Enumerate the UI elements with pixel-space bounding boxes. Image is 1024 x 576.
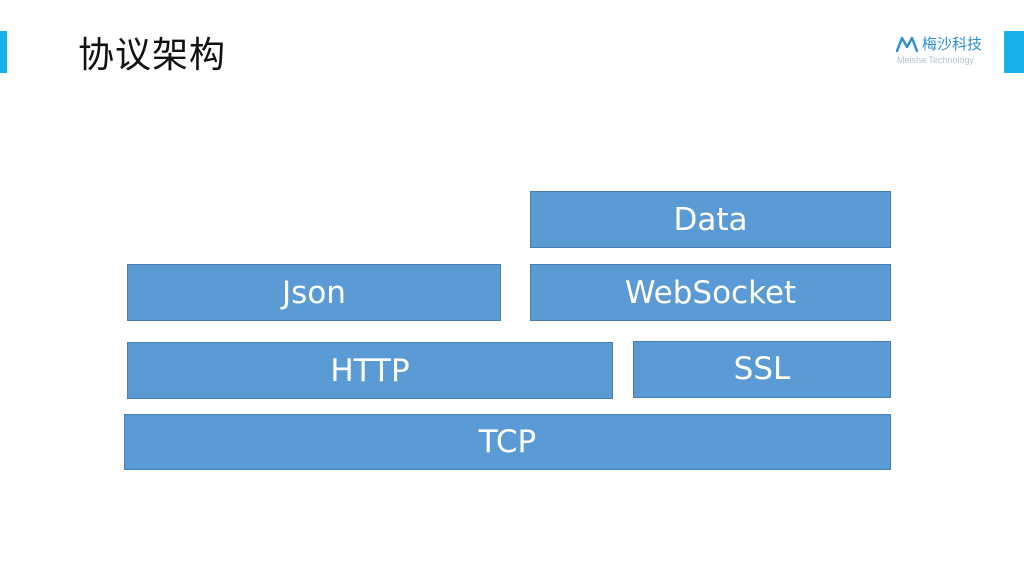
layer-websocket: WebSocket (530, 264, 891, 321)
layer-data-label: Data (673, 201, 748, 238)
m-logo-icon (896, 36, 918, 52)
layer-http: HTTP (127, 342, 613, 399)
layer-data: Data (530, 191, 891, 248)
title-accent-bar-right (1004, 31, 1024, 73)
logo-company-subtitle: Meisha Technology (897, 55, 974, 65)
layer-tcp-label: TCP (478, 424, 537, 460)
title-accent-bar-left (0, 31, 7, 73)
company-logo: 梅沙科技 Meisha Technology (896, 34, 996, 70)
logo-company-name: 梅沙科技 (922, 35, 983, 53)
slide-title: 协议架构 (78, 35, 227, 76)
layer-ssl: SSL (633, 341, 891, 398)
layer-tcp: TCP (124, 414, 891, 470)
layer-websocket-label: WebSocket (624, 274, 797, 311)
layer-http-label: HTTP (330, 352, 410, 389)
layer-json: Json (127, 264, 501, 321)
layer-json-label: Json (282, 274, 346, 311)
layer-ssl-label: SSL (733, 350, 791, 387)
